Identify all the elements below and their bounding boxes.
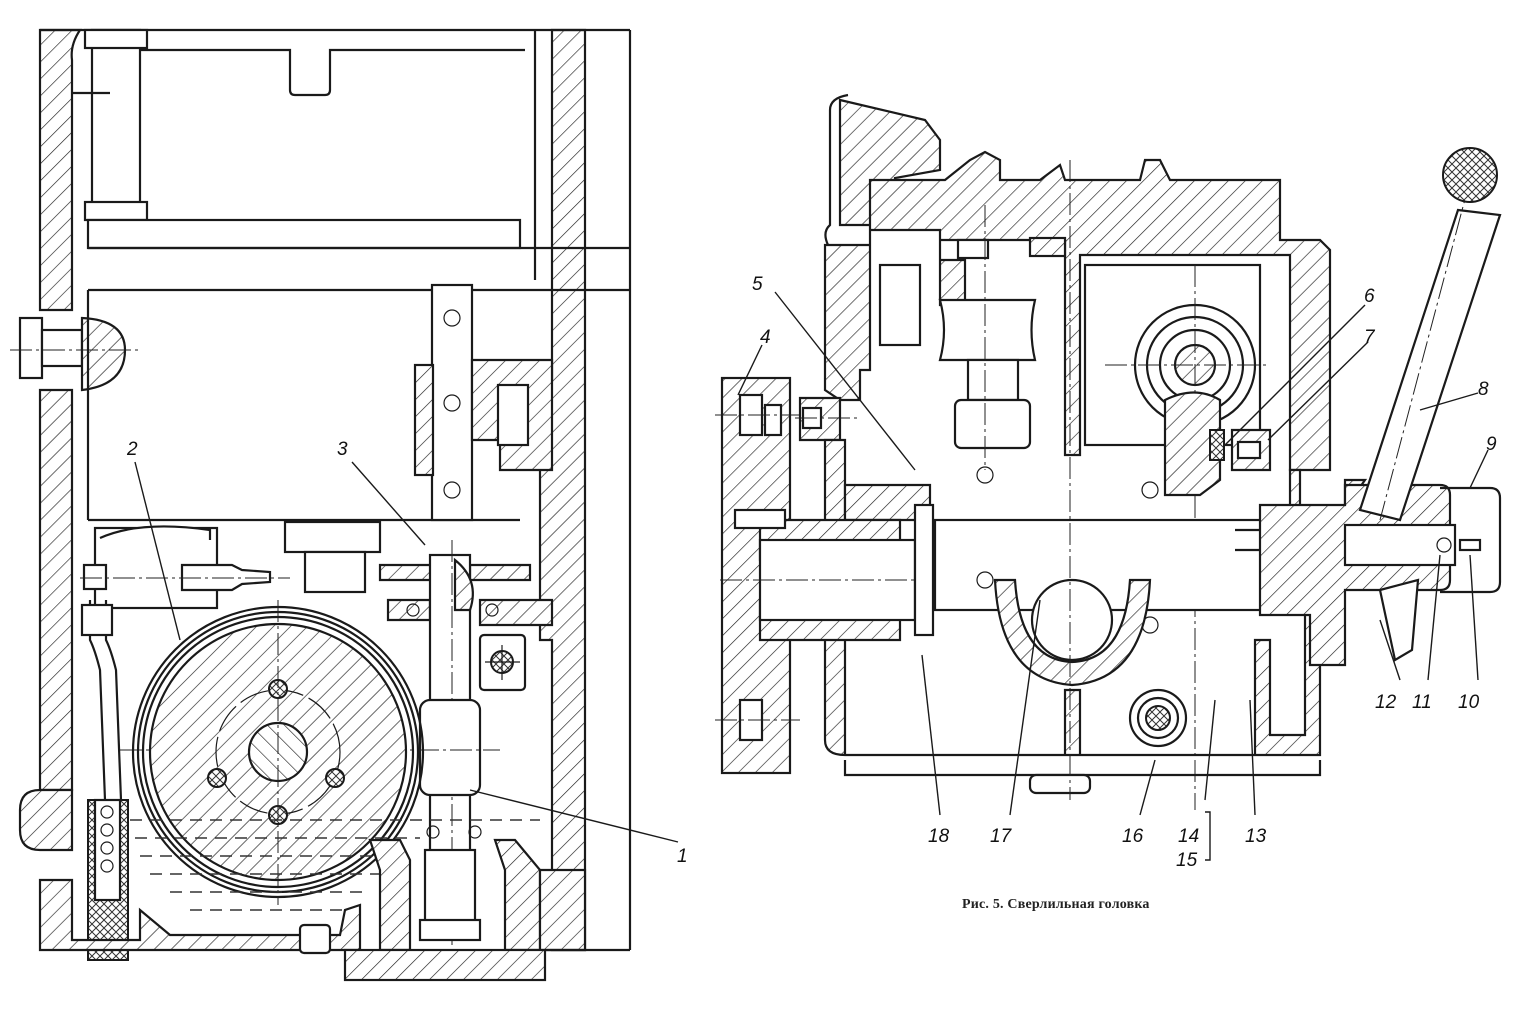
- oil-level: [130, 819, 540, 911]
- callout-18: 18: [928, 826, 950, 847]
- callout-16: 16: [1122, 826, 1144, 847]
- callout-7: 7: [1364, 327, 1376, 348]
- left-view-housing: [10, 28, 632, 982]
- bearing: [406, 603, 499, 839]
- worm: [418, 698, 482, 797]
- vertical-bracket: [430, 283, 474, 522]
- callout-4: 4: [760, 327, 771, 348]
- callout-14: 14: [1178, 826, 1199, 847]
- callout-1: 1: [677, 846, 688, 867]
- callout-5: 5: [752, 274, 763, 295]
- spindle-bearings: [976, 466, 1159, 634]
- callout-2: 2: [126, 439, 138, 460]
- roller: [938, 298, 1037, 362]
- cover-guard: [838, 98, 942, 227]
- callout-6: 6: [1364, 286, 1375, 307]
- right-wall: [538, 28, 587, 952]
- right-view-drill-head: [715, 93, 1502, 810]
- callout-10: 10: [1458, 692, 1480, 713]
- callout-11: 11: [1412, 692, 1432, 713]
- callout-13: 13: [1245, 826, 1267, 847]
- worm-wheel: [131, 600, 425, 905]
- slide-bar: [86, 218, 522, 250]
- callout-15: 15: [1176, 850, 1198, 871]
- callout-17: 17: [990, 826, 1013, 847]
- handle-hub: [1258, 483, 1452, 667]
- bushing-16: [1145, 705, 1171, 731]
- handle-knob: [1442, 147, 1498, 203]
- spindle: [933, 518, 1307, 612]
- lever-12: [1378, 578, 1420, 662]
- guide-column: [90, 28, 142, 222]
- rack-lever: [1163, 391, 1222, 497]
- lever-handle: [1358, 208, 1502, 522]
- callout-3: 3: [337, 439, 348, 460]
- callout-12: 12: [1375, 692, 1397, 713]
- callout-9: 9: [1486, 434, 1497, 455]
- right-view-leaders: [737, 291, 1489, 861]
- callout-8: 8: [1478, 379, 1489, 400]
- base-plate: [343, 948, 547, 982]
- left-view-leaders: [134, 461, 679, 843]
- upper-housing: [823, 150, 1332, 472]
- figure-caption: Рис. 5. Сверлильная головка: [962, 897, 1150, 912]
- left-wall-lower: [38, 388, 74, 792]
- lower-worm-wheel: [993, 578, 1152, 687]
- left-wall-upper: [38, 28, 83, 312]
